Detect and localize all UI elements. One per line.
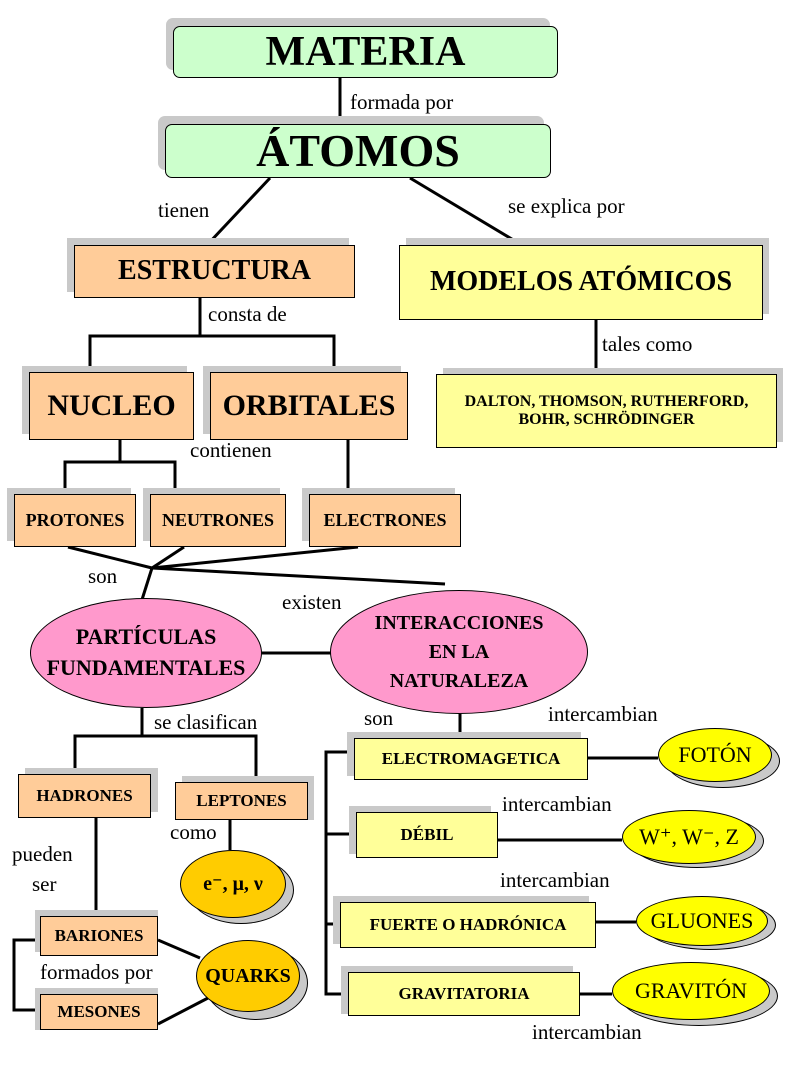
label-se-explica-por: se explica por [508, 194, 625, 218]
label-intercambian-gluones: intercambian [500, 868, 610, 892]
label-existen: existen [282, 590, 342, 614]
graviton-node: GRAVITÓN [612, 962, 770, 1020]
particulas-line-1: PARTÍCULAS [75, 624, 217, 650]
line-bracket-hadrones-leptones [73, 734, 258, 782]
interacciones-node: INTERACCIONES EN LA NATURALEZA [330, 590, 588, 714]
leptones-tipos-node: e⁻, μ, ν [180, 850, 286, 918]
line-bracket-fuerzas [324, 750, 352, 996]
label-formada-por: formada por [350, 90, 454, 114]
label-intercambian-foton: intercambian [548, 702, 658, 726]
label-son-fuerzas: son [364, 706, 394, 730]
protones-node: PROTONES [14, 494, 136, 547]
modelos-lista-node: DALTON, THOMSON, RUTHERFORD, BOHR, SCHRÖ… [436, 374, 777, 448]
fuerte-node: FUERTE O HADRÓNICA [340, 902, 596, 948]
label-pueden: pueden [12, 842, 73, 866]
debil-node: DÉBIL [356, 812, 498, 858]
line-atomos-estructura [206, 176, 272, 246]
label-contienen: contienen [190, 438, 272, 462]
mesones-node: MESONES [40, 994, 158, 1030]
electrones-node: ELECTRONES [309, 494, 461, 547]
label-tales-como: tales como [602, 332, 693, 356]
line-protones-junction [67, 545, 153, 570]
label-ser: ser [32, 872, 57, 896]
line-neutrones-junction [151, 545, 185, 570]
line-bariones-quarks [157, 938, 201, 960]
neutrones-node: NEUTRONES [150, 494, 286, 547]
electromagnetica-node: ELECTROMAGETICA [354, 738, 588, 780]
line-junction-interacciones [151, 566, 446, 586]
interacciones-line-2: EN LA [428, 640, 490, 663]
modelos-node: MODELOS ATÓMICOS [399, 245, 763, 320]
line-bracket-nucleo-orbitales [88, 334, 336, 372]
label-son-particulas: son [88, 564, 118, 588]
estructura-node: ESTRUCTURA [74, 245, 355, 298]
particulas-node: PARTÍCULAS FUNDAMENTALES [30, 598, 262, 708]
hadrones-node: HADRONES [18, 774, 151, 818]
label-como: como [170, 820, 217, 844]
label-tienen: tienen [158, 198, 210, 222]
line-electrones-junction [151, 545, 359, 570]
gravitatoria-node: GRAVITATORIA [348, 972, 580, 1016]
line-atomos-modelos [409, 176, 521, 246]
nucleo-node: NUCLEO [29, 372, 194, 440]
materia-node: MATERIA [173, 26, 558, 78]
interacciones-line-1: INTERACCIONES [374, 611, 544, 634]
leptones-node: LEPTONES [175, 782, 308, 820]
label-formados-por: formados por [40, 960, 153, 984]
label-consta-de: consta de [208, 302, 287, 326]
label-intercambian-wz: intercambian [502, 792, 612, 816]
label-intercambian-graviton: intercambian [532, 1020, 642, 1044]
particulas-line-2: FUNDAMENTALES [46, 655, 246, 680]
quarks-node: QUARKS [196, 940, 300, 1012]
label-se-clasifican: se clasifican [154, 710, 258, 734]
interacciones-line-3: NATURALEZA [389, 669, 529, 692]
line-bracket-bariones-mesones [12, 938, 42, 1012]
orbitales-node: ORBITALES [210, 372, 408, 440]
atomos-node: ÁTOMOS [165, 124, 551, 178]
line-mesones-quarks [157, 996, 209, 1026]
gluones-node: GLUONES [636, 896, 768, 946]
foton-node: FOTÓN [658, 728, 772, 782]
wz-node: W⁺, W⁻, Z [622, 810, 756, 864]
bariones-node: BARIONES [40, 916, 158, 956]
